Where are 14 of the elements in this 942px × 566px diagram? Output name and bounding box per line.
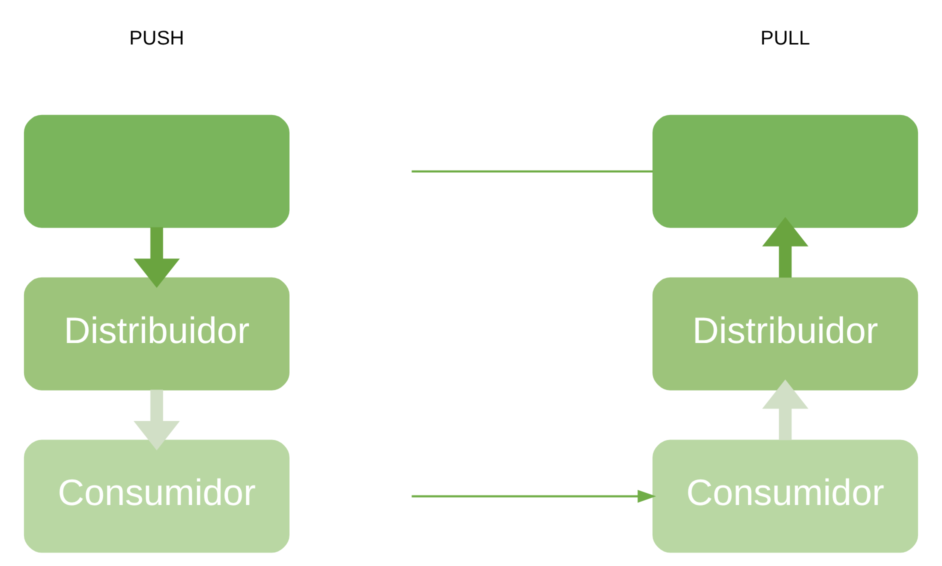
node-box — [24, 114, 290, 228]
arrow — [412, 490, 656, 503]
label: PUSH — [129, 28, 184, 50]
arrow — [134, 227, 180, 288]
node-box: Consumidor — [24, 440, 290, 553]
label: PULL — [760, 28, 810, 50]
node-box: Distribuidor — [652, 277, 918, 390]
arrow — [134, 390, 180, 450]
node-box — [652, 114, 918, 228]
node-box: Distribuidor — [24, 277, 290, 390]
arrow — [762, 217, 808, 278]
connector — [412, 170, 653, 172]
arrow — [762, 379, 808, 440]
node-box: Consumidor — [652, 440, 918, 553]
